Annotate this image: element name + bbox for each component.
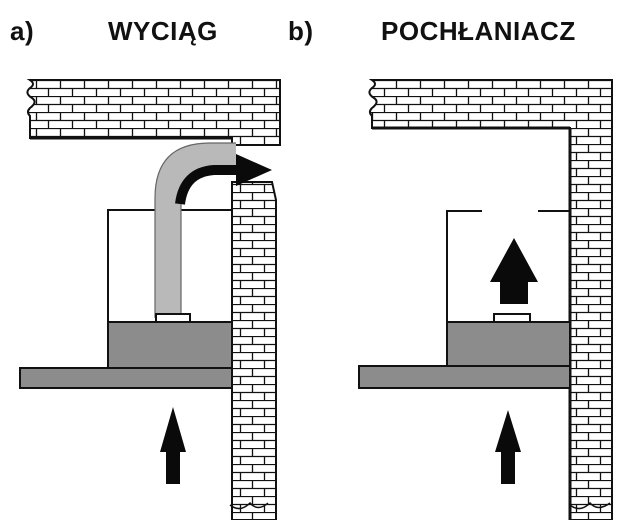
panel-b-wall-bottom-edge [569, 501, 611, 510]
panel-b-fan [493, 313, 531, 323]
panel-a-hood-body [107, 321, 233, 369]
panel-b-wall-bricks [368, 79, 613, 520]
panel-b-airflow-arrow-inner [490, 238, 538, 304]
panel-b-title: POCHŁANIACZ [381, 16, 576, 46]
panel-a [19, 79, 281, 520]
panel-a-shelf [19, 367, 233, 389]
panel-a-hood-cover [107, 209, 232, 322]
panel-a-airflow-arrow-out [236, 154, 272, 186]
panel-b-hood-body [446, 321, 571, 367]
panel-a-duct [155, 143, 236, 318]
panel-a-fan [155, 313, 191, 323]
panel-a-wall-bottom-edge [229, 501, 269, 510]
panel-a-wall-bricks [231, 181, 277, 520]
panel-b-label: b) [288, 16, 314, 46]
panel-a-title: WYCIĄG [108, 16, 218, 46]
panel-b-shelf [358, 365, 571, 389]
panel-a-airflow-arrow-up [160, 407, 186, 484]
panel-a-duct-outline-left [154, 142, 236, 318]
panel-a-ceiling-bricks [26, 79, 281, 146]
panel-b-hood-cover [446, 210, 570, 322]
panel-a-label: a) [10, 16, 35, 46]
panel-b-airflow-arrow-up [495, 410, 521, 484]
panel-b [358, 79, 613, 520]
panel-a-duct-outline-right [180, 168, 236, 318]
panel-a-airflow-curve [175, 165, 238, 205]
